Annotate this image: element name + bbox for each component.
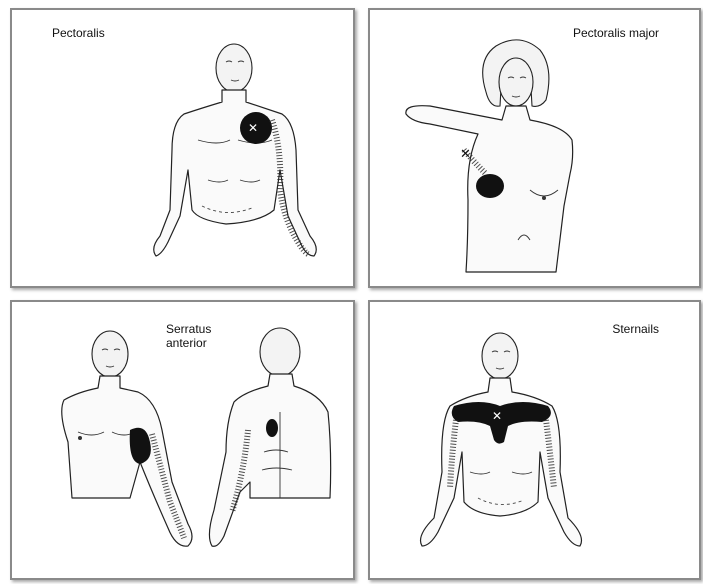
trigger-point-zone	[476, 174, 504, 198]
pectoralis-major-pain-figure: ✕	[370, 10, 701, 288]
panel-pectoralis: ✕ Pectoralis	[10, 8, 355, 288]
sternails-pain-figure: ✕	[370, 302, 701, 580]
panel-label: Pectoralis major	[573, 26, 659, 40]
panel-sternails: ✕ Sternails	[368, 300, 701, 580]
svg-text:✕: ✕	[492, 409, 502, 423]
svg-text:✕: ✕	[248, 121, 258, 135]
pectoralis-pain-figure: ✕	[12, 10, 355, 288]
panel-pectoralis-major: ✕ Pectoralis major	[368, 8, 701, 288]
panel-label: Pectoralis	[52, 26, 105, 40]
panel-label-line: anterior	[166, 336, 207, 350]
panel-serratus-anterior: Serratus anterior	[10, 300, 355, 580]
panel-label-line: Serratus	[166, 322, 211, 336]
panel-label: Serratus anterior	[166, 322, 246, 350]
svg-text:✕: ✕	[460, 147, 471, 162]
panel-label: Sternails	[612, 322, 659, 336]
